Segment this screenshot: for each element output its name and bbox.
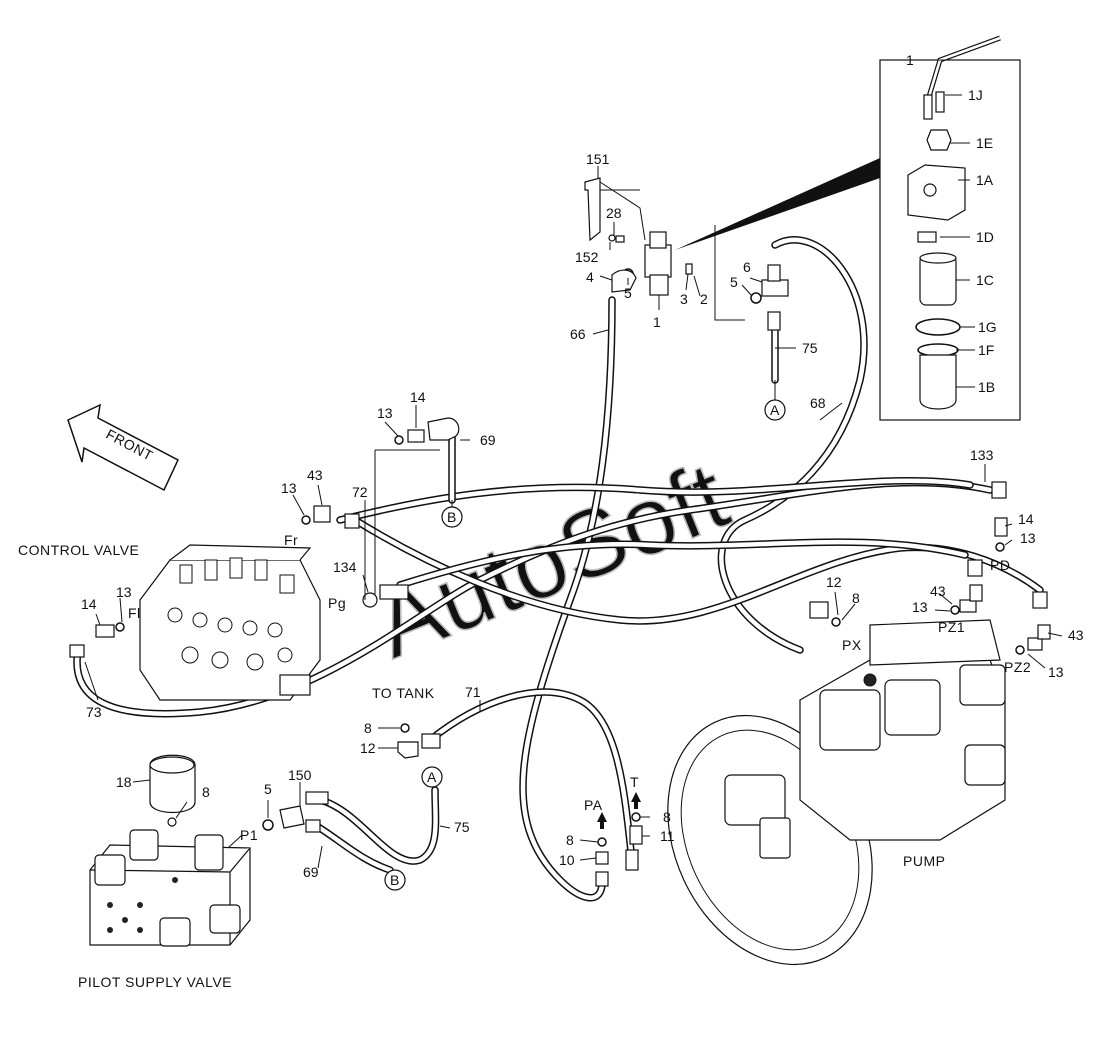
callout-14b: 14 <box>81 596 97 612</box>
port-fl: Fl <box>128 605 141 621</box>
port-pg: Pg <box>328 595 346 611</box>
component-captions: CONTROL VALVE PILOT SUPPLY VALVE PUMP TO… <box>18 542 945 990</box>
front-arrow: FRONT <box>67 403 179 492</box>
callout-6: 6 <box>743 259 751 275</box>
connector-a-lower <box>421 766 443 788</box>
callout-13e: 13 <box>912 599 928 615</box>
callout-72: 72 <box>352 484 368 500</box>
callout-133: 133 <box>970 447 994 463</box>
fittings <box>69 417 1051 887</box>
port-px: PX <box>842 637 862 653</box>
callout-18: 18 <box>116 774 132 790</box>
callout-150: 150 <box>288 767 312 783</box>
port-labels: Fr Fl Pg PX PD PZ1 PZ2 P1 PA T <box>128 532 1031 843</box>
callout-1D: 1D <box>976 229 994 245</box>
callout-12a: 12 <box>826 574 842 590</box>
tee-fitting-6 <box>750 264 789 331</box>
callout-3: 3 <box>680 291 688 307</box>
connectors: A B A B <box>384 380 786 891</box>
callout-28: 28 <box>606 205 622 221</box>
callout-8d: 8 <box>663 809 671 825</box>
connector-a-upper-label: A <box>770 402 780 418</box>
port-pd: PD <box>990 557 1010 573</box>
callout-8c: 8 <box>202 784 210 800</box>
callout-5a: 5 <box>624 285 632 301</box>
pump <box>667 619 1006 966</box>
callout-151: 151 <box>586 151 610 167</box>
connector-b-upper-label: B <box>447 509 456 525</box>
connector-a-lower-label: A <box>427 769 437 785</box>
callout-69a: 69 <box>480 432 496 448</box>
callout-8a: 8 <box>852 590 860 606</box>
pilot-filter <box>584 177 693 296</box>
callout-11: 11 <box>660 828 675 844</box>
filter-detail-box <box>675 35 1021 421</box>
callout-14c: 14 <box>1018 511 1034 527</box>
callout-69b: 69 <box>303 864 319 880</box>
connector-b-lower-label: B <box>390 872 399 888</box>
callout-75a: 75 <box>802 340 818 356</box>
port-p1: P1 <box>240 827 258 843</box>
callout-134: 134 <box>333 559 357 575</box>
port-fr: Fr <box>284 532 298 548</box>
port-t: T <box>630 774 639 790</box>
callout-1A: 1A <box>976 172 994 188</box>
to-tank-label: TO TANK <box>372 685 435 701</box>
callout-152: 152 <box>575 249 599 265</box>
callout-10: 10 <box>559 852 575 868</box>
callout-12b: 12 <box>360 740 376 756</box>
callout-5c: 5 <box>264 781 272 797</box>
callout-1C: 1C <box>976 272 994 288</box>
hoses <box>73 236 1044 902</box>
callout-1-top: 1 <box>906 52 914 68</box>
connector-b-lower <box>384 869 406 891</box>
callout-75b: 75 <box>454 819 470 835</box>
control-valve <box>139 544 321 701</box>
callout-1G: 1G <box>978 319 997 335</box>
callout-1F: 1F <box>978 342 994 358</box>
callout-13a: 13 <box>377 405 393 421</box>
callout-43c: 43 <box>1068 627 1084 643</box>
callout-13f: 13 <box>1048 664 1064 680</box>
callout-1-filter: 1 <box>653 314 661 330</box>
port-pz1: PZ1 <box>938 619 965 635</box>
callout-5b: 5 <box>730 274 738 290</box>
callout-8e: 8 <box>566 832 574 848</box>
pilot-supply-valve <box>89 754 251 947</box>
port-pa: PA <box>584 797 603 813</box>
callout-13b: 13 <box>281 480 297 496</box>
callout-numbers: 1 1J 1E 1A 1D 1C 1G 1F 1B 151 28 152 4 5… <box>81 52 1084 880</box>
callout-13d: 13 <box>1020 530 1036 546</box>
control-valve-label: CONTROL VALVE <box>18 542 139 558</box>
callout-1E: 1E <box>976 135 993 151</box>
callout-43a: 43 <box>307 467 323 483</box>
pilot-supply-valve-label: PILOT SUPPLY VALVE <box>78 974 232 990</box>
port-pz2: PZ2 <box>1004 659 1031 675</box>
callout-1J: 1J <box>968 87 983 103</box>
callout-1B: 1B <box>978 379 995 395</box>
pump-label: PUMP <box>903 853 945 869</box>
callout-66: 66 <box>570 326 586 342</box>
callout-2: 2 <box>700 291 708 307</box>
callout-4: 4 <box>586 269 594 285</box>
callout-43b: 43 <box>930 583 946 599</box>
callout-73: 73 <box>86 704 102 720</box>
callout-13c: 13 <box>116 584 132 600</box>
callout-8b: 8 <box>364 720 372 736</box>
leader-lines <box>84 59 1063 869</box>
callout-68: 68 <box>810 395 826 411</box>
callout-14a: 14 <box>410 389 426 405</box>
callout-71: 71 <box>465 684 481 700</box>
